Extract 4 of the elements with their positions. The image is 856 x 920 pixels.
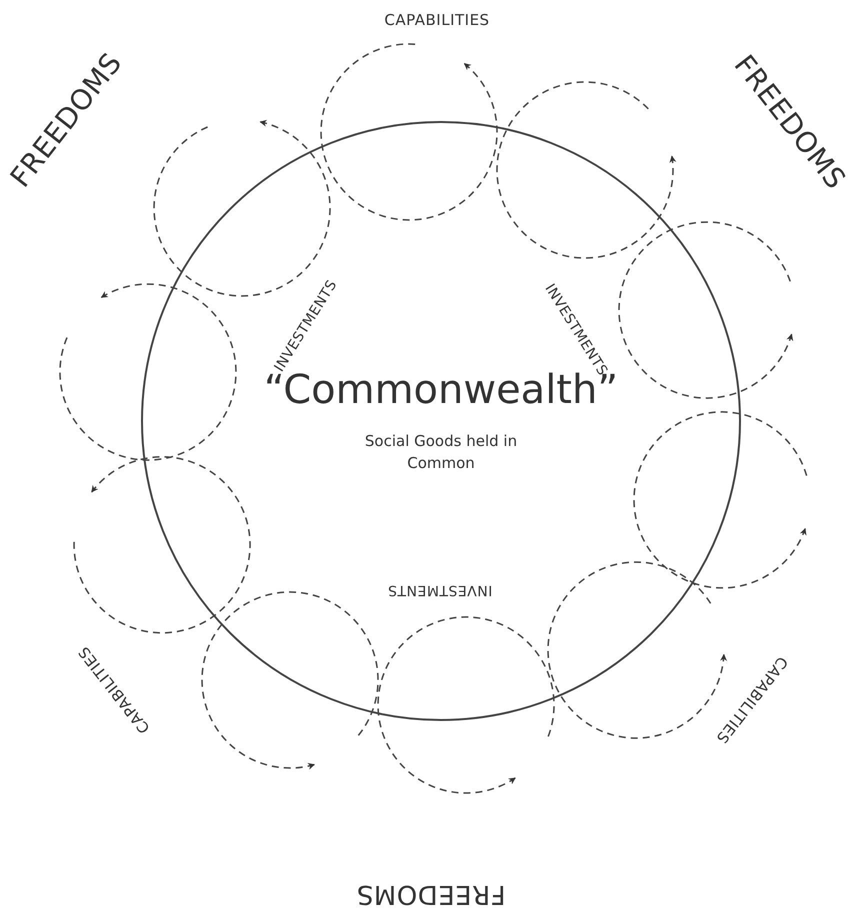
rotated-label: FREEDOMS	[356, 879, 506, 909]
rotated-label: CAPABILITIES	[384, 11, 490, 29]
rotated-label: INVESTMENTS	[388, 582, 492, 598]
circle-subtitle: Social Goods held in Common	[364, 431, 518, 474]
